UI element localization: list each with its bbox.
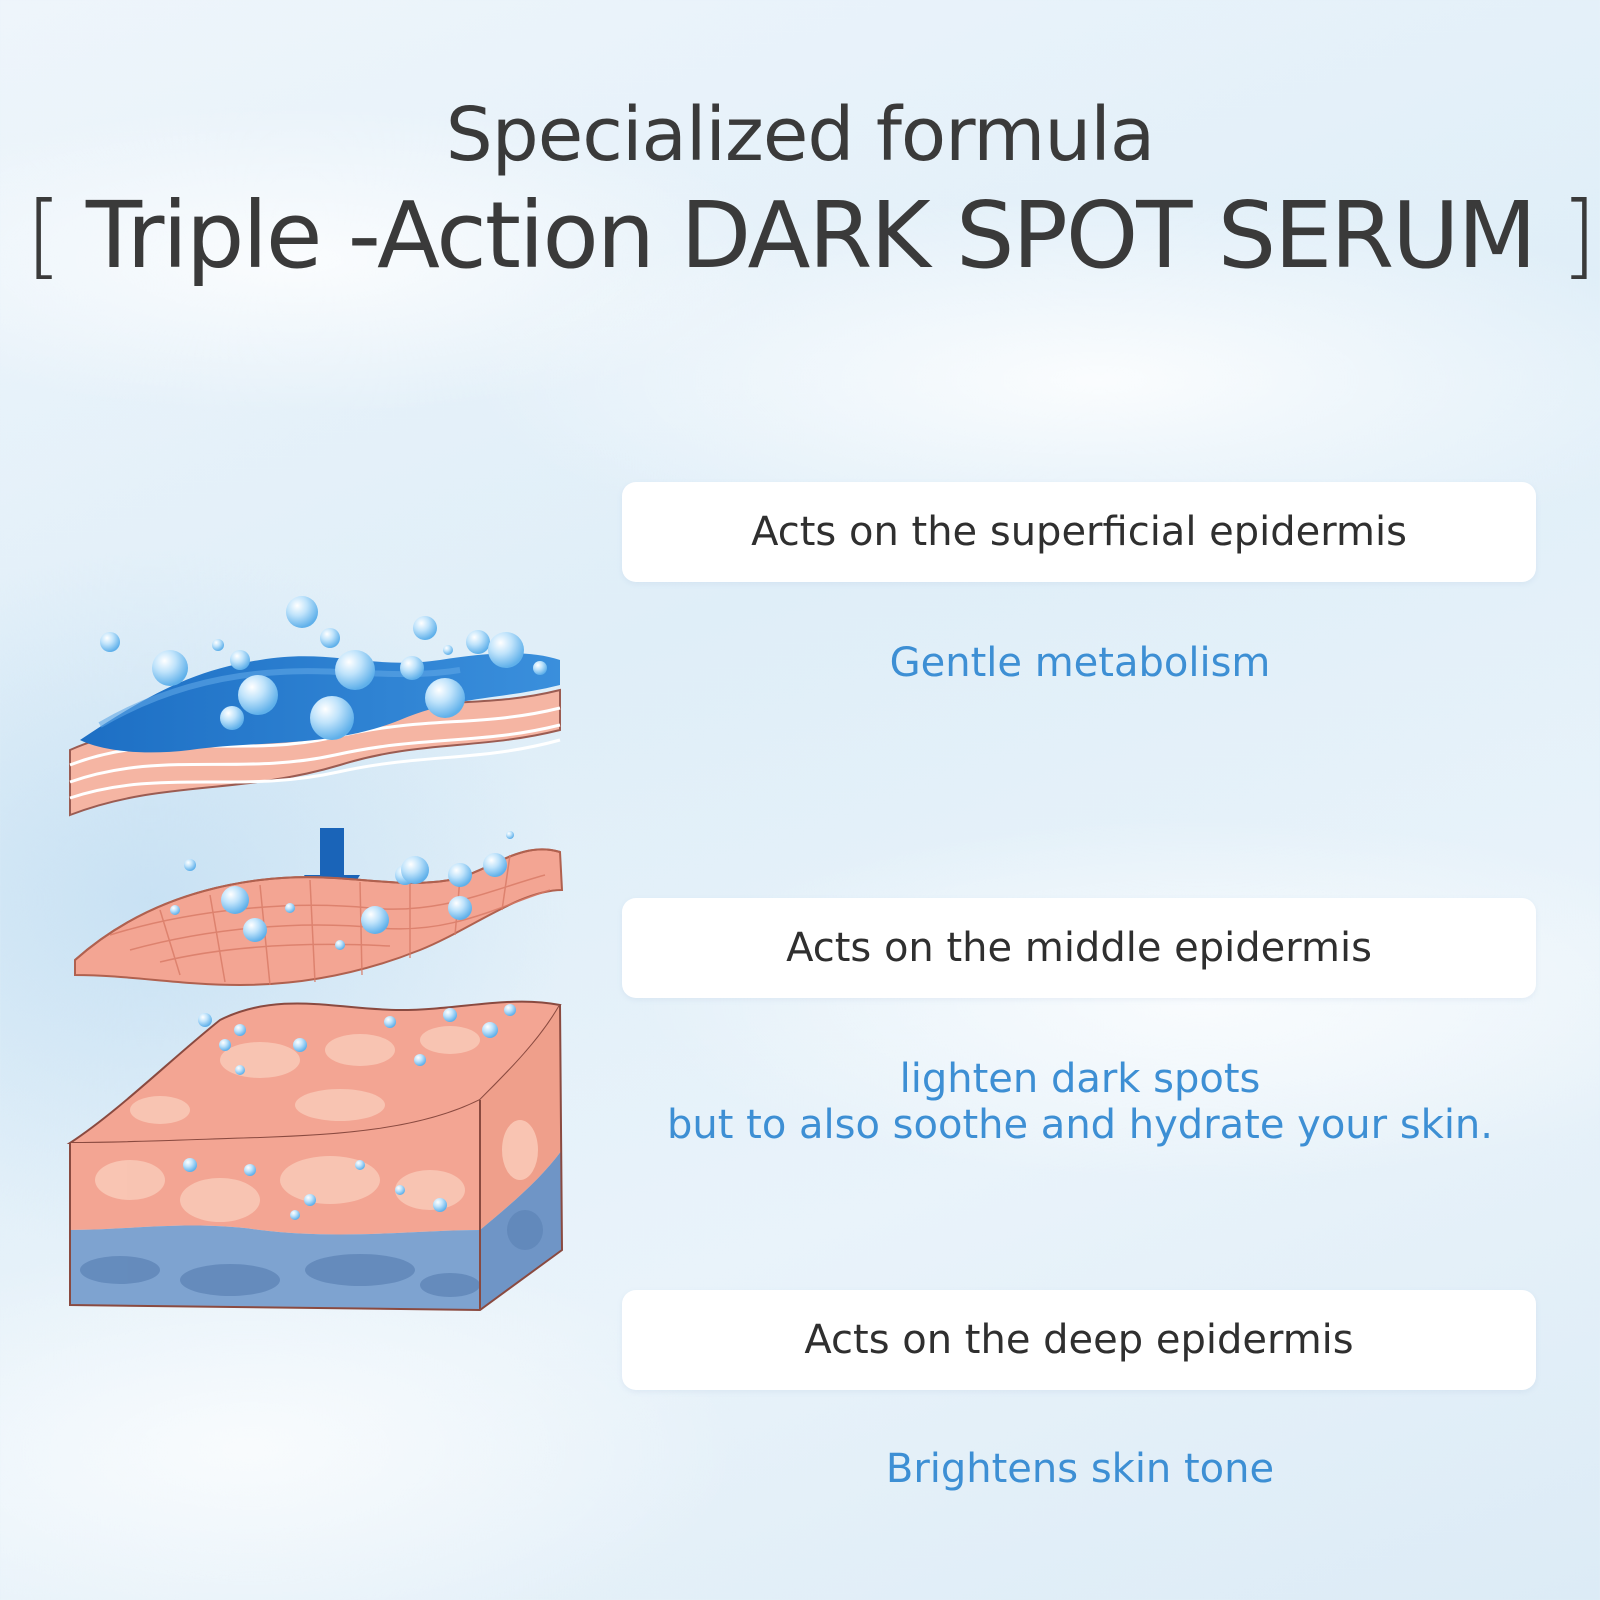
card-label: Acts on the middle epidermis — [786, 925, 1372, 971]
bubbles-deep — [183, 1004, 516, 1220]
card-deep-epidermis: Acts on the deep epidermis — [622, 1290, 1536, 1390]
benefit-text-lighten-dark-spots: lighten dark spots but to also soothe an… — [600, 1056, 1560, 1148]
product-name: Triple -Action DARK SPOT SERUM — [85, 182, 1537, 289]
benefit-line: lighten dark spots — [899, 1056, 1261, 1102]
card-label: Acts on the deep epidermis — [804, 1317, 1354, 1363]
card-middle-epidermis: Acts on the middle epidermis — [622, 898, 1536, 998]
card-label: Acts on the superficial epidermis — [751, 509, 1407, 555]
bubbles-middle — [170, 831, 514, 950]
bubbles-top — [100, 596, 547, 740]
card-superficial-epidermis: Acts on the superficial epidermis — [622, 482, 1536, 582]
benefit-text-gentle-metabolism: Gentle metabolism — [600, 640, 1560, 686]
title-line-1: Specialized formula — [445, 92, 1155, 178]
skin-layers-illustration — [66, 596, 564, 1312]
deep-layer-graphic — [66, 1000, 564, 1312]
bracket-close: ] — [1560, 182, 1597, 289]
superficial-layer-graphic — [69, 653, 561, 817]
title-line-2: [Triple -Action DARK SPOT SERUM] — [0, 182, 1600, 289]
benefit-line: Brightens skin tone — [885, 1446, 1275, 1492]
benefit-text-brightens-skin-tone: Brightens skin tone — [600, 1446, 1560, 1492]
benefit-line: but to also soothe and hydrate your skin… — [667, 1102, 1493, 1148]
benefit-line: Gentle metabolism — [889, 640, 1271, 686]
bracket-open: [ — [26, 182, 62, 289]
